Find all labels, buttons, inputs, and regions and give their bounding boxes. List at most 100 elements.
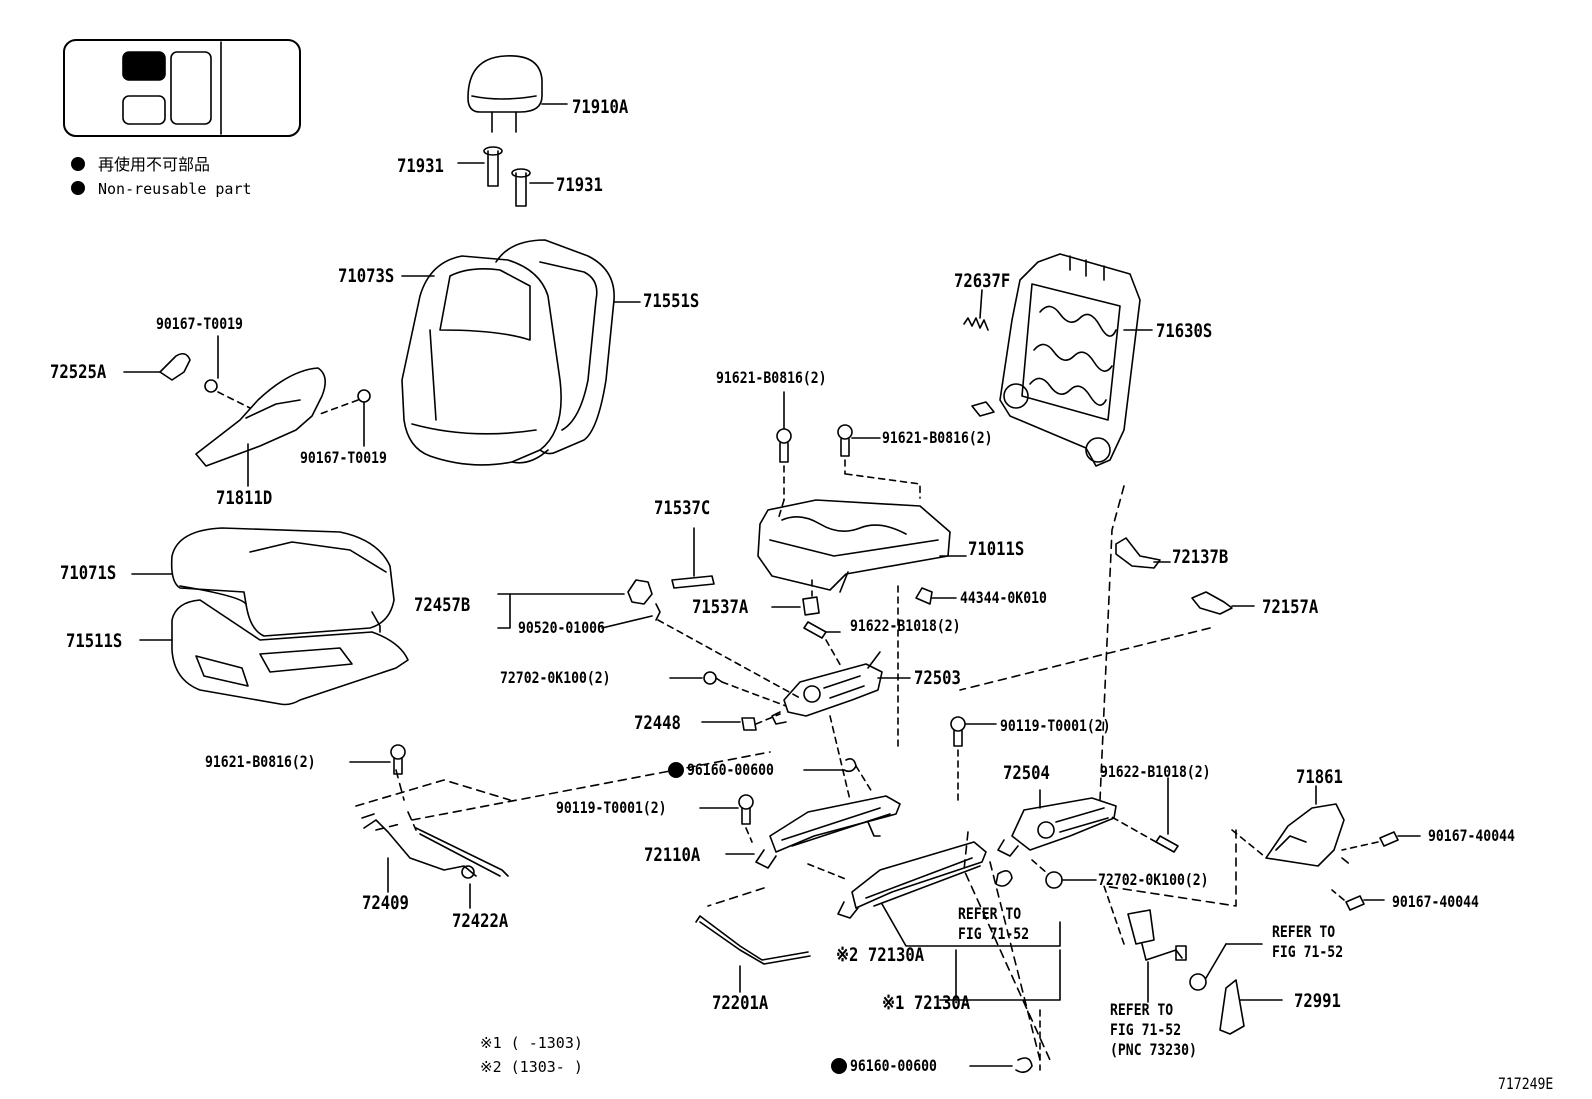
label-72504[interactable]: 72504 (1003, 762, 1050, 784)
lever-knob-72457B (497, 579, 801, 699)
label-72702-0K100[interactable]: 72702-0K100(2) (1098, 870, 1209, 889)
label-90167-40044[interactable]: 90167-40044 (1392, 892, 1479, 911)
label-91621-B0816[interactable]: 91621-B0816(2) (882, 428, 993, 447)
label-90167-T0019[interactable]: 90167-T0019 (300, 448, 387, 467)
seat-belt-buckle (1103, 885, 1187, 1003)
clip-44344-0K010 (897, 585, 957, 751)
bolt-icon (1189, 943, 1263, 991)
spring-72637F (963, 289, 989, 331)
pad-71537C (671, 527, 715, 589)
seat-cushion-pad-71511S (139, 599, 409, 706)
seat-cushion-cover-71071S (131, 527, 395, 637)
label-72137B[interactable]: 72137B (1172, 546, 1229, 568)
label-91622-B1018[interactable]: 91622-B1018(2) (1100, 762, 1211, 781)
label-72457B[interactable]: 72457B (414, 594, 471, 616)
headrest-guide-71931 (457, 146, 554, 207)
cover-71861 (1231, 785, 1345, 867)
label-refer-to[interactable]: REFER TO (1110, 1000, 1174, 1019)
bolt-90119-T0001 (699, 794, 754, 843)
legend-jp: 再使用不可部品 (98, 155, 211, 174)
clip-72137B (1115, 537, 1171, 569)
label-72503[interactable]: 72503 (914, 667, 961, 689)
label-71511S[interactable]: 71511S (66, 630, 123, 652)
wire-72201A (695, 915, 811, 993)
label-72448[interactable]: 72448 (634, 712, 681, 734)
seatback-frame-71630S (971, 253, 1153, 467)
label-90119-T0001[interactable]: 90119-T0001(2) (556, 798, 667, 817)
label-90119-T0001[interactable]: 90119-T0001(2) (1000, 716, 1111, 735)
seatback-cover-71073S (401, 255, 562, 466)
label-72702-0K100[interactable]: 72702-0K100(2) (500, 668, 611, 687)
label-refer-fig[interactable]: FIG 71-52 (1272, 942, 1344, 961)
footnote-2: ※2 (1303- ) (480, 1058, 583, 1076)
label-72991[interactable]: 72991 (1294, 990, 1341, 1012)
seat-cushion-frame-71011S (757, 473, 967, 593)
seat-track-72504 (997, 789, 1117, 857)
label-96160-00600[interactable]: 96160-00600 (687, 760, 774, 779)
non-reusable-dot-icon (831, 1058, 847, 1074)
label-72110A[interactable]: 72110A (644, 844, 701, 866)
label-71073S[interactable]: 71073S (338, 265, 395, 287)
drawing-id: 717249E (1498, 1074, 1554, 1093)
label-71011S[interactable]: 71011S (968, 538, 1025, 560)
bolt-72702-0K100 (669, 671, 787, 707)
label-72525A[interactable]: 72525A (50, 361, 107, 383)
label-72409[interactable]: 72409 (362, 892, 409, 914)
label-72422A[interactable]: 72422A (452, 910, 509, 932)
label-refer-pnc[interactable]: (PNC 73230) (1110, 1040, 1197, 1059)
label-72157A[interactable]: 72157A (1262, 596, 1319, 618)
label-71861[interactable]: 71861 (1296, 766, 1343, 788)
label-90167-40044[interactable]: 90167-40044 (1428, 826, 1515, 845)
label-91621-B0816[interactable]: 91621-B0816(2) (205, 752, 316, 771)
label-71071S[interactable]: 71071S (60, 562, 117, 584)
label-72201A[interactable]: 72201A (712, 992, 769, 1014)
bolt-91622-B1018 (803, 621, 843, 669)
bolt-72702-0K100 (1031, 859, 1097, 889)
label-44344-0K010[interactable]: 44344-0K010 (960, 588, 1047, 607)
cover-72525A (123, 352, 191, 381)
seat-position-icon (63, 39, 301, 137)
bolt-91621-B0816 (349, 744, 406, 775)
label-72130A-2[interactable]: ※2 72130A (836, 944, 925, 966)
label-71931[interactable]: 71931 (556, 174, 603, 196)
label-72130A-1[interactable]: ※1 72130A (882, 992, 971, 1014)
legend-en: Non-reusable part (98, 180, 252, 198)
clip-72157A (1191, 591, 1255, 615)
label-refer-fig[interactable]: FIG 71-52 (1110, 1020, 1182, 1039)
label-refer-to[interactable]: REFER TO (958, 904, 1022, 923)
seat-track-72130A (837, 841, 1061, 1071)
clip-96160-00600 (803, 715, 873, 801)
bolt-91621-B0816 (776, 391, 881, 501)
headrest-71910A (467, 55, 568, 133)
bolt-91622-B1018 (1109, 777, 1179, 853)
footnote-1: ※1 ( -1303) (480, 1034, 583, 1052)
label-90167-T0019[interactable]: 90167-T0019 (156, 314, 243, 333)
label-71811D[interactable]: 71811D (216, 487, 273, 509)
label-96160-00600[interactable]: 96160-00600 (850, 1056, 937, 1075)
label-71931[interactable]: 71931 (397, 155, 444, 177)
assembly-guide-lines (355, 485, 1353, 1061)
label-71910A[interactable]: 71910A (572, 96, 629, 118)
label-refer-fig[interactable]: FIG 71-52 (958, 924, 1030, 943)
pad-71537A (771, 579, 820, 616)
wire-72409 (361, 813, 477, 893)
label-71630S[interactable]: 71630S (1156, 320, 1213, 342)
cover-72991 (1219, 979, 1283, 1035)
label-71537A[interactable]: 71537A (692, 596, 749, 618)
non-reusable-dot-icon (71, 157, 85, 171)
pin-72448 (701, 713, 781, 731)
label-72637F[interactable]: 72637F (954, 270, 1011, 292)
bolt-90167-40044 (1331, 831, 1421, 911)
clip-96160-00600 (969, 1057, 1033, 1074)
seat-adjuster-72503 (771, 651, 911, 725)
label-71551S[interactable]: 71551S (643, 290, 700, 312)
label-91621-B0816[interactable]: 91621-B0816(2) (716, 368, 827, 387)
seat-track-72110A (725, 795, 901, 881)
label-91622-B1018[interactable]: 91622-B1018(2) (850, 616, 961, 635)
label-71537C[interactable]: 71537C (654, 497, 711, 519)
non-reusable-dot-icon (71, 181, 85, 195)
label-90520-01006[interactable]: 90520-01006 (518, 618, 605, 637)
label-refer-to[interactable]: REFER TO (1272, 922, 1336, 941)
